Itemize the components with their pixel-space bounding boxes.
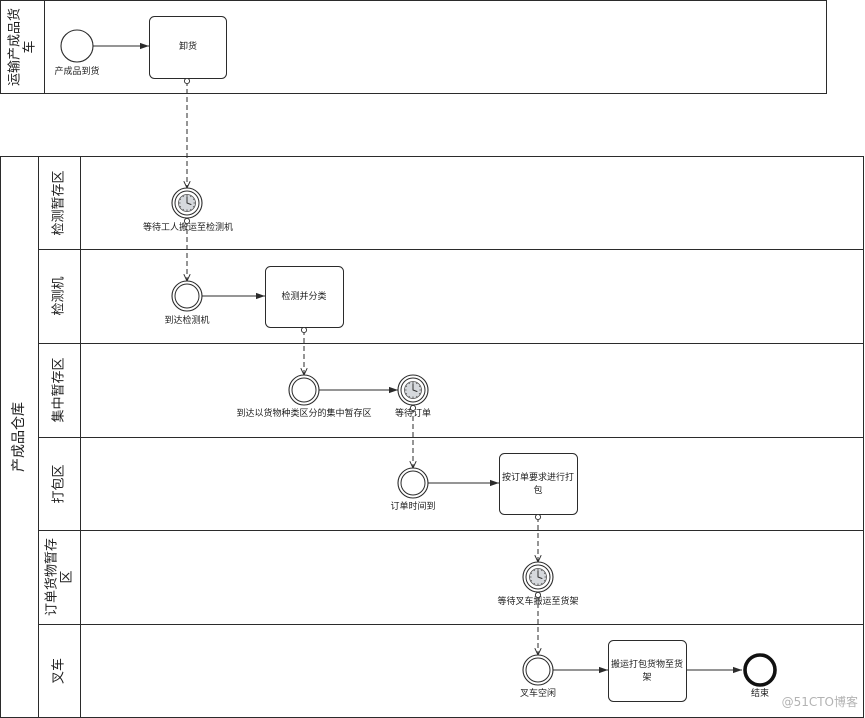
end-event-circle xyxy=(743,653,777,687)
task-box xyxy=(608,640,687,702)
lane-inspection-machine: 检测机 到达检测机 检测并分类 xyxy=(52,266,344,328)
clock-hands xyxy=(186,196,192,205)
lane-forklift: 叉车 叉车空闲 搬运打包货物至货 架 结束 xyxy=(51,640,777,702)
task-label-line-2: 架 xyxy=(642,672,651,683)
clock-icon xyxy=(529,568,547,586)
lane-order-goods-staging: 订单货物暂存 区 等待叉车搬运至货架 xyxy=(44,538,579,616)
event-outer-ring xyxy=(522,654,554,686)
clock-icon xyxy=(404,381,422,399)
intermediate-event-forklift-idle: 叉车空闲 xyxy=(520,654,556,699)
pool-label-line-1: 运输产成品货 xyxy=(7,8,23,86)
task-label-line-2: 包 xyxy=(533,484,542,496)
event-label: 到达检测机 xyxy=(164,314,209,326)
lane-label: 检测暂存区 xyxy=(52,170,67,235)
clock-ticks xyxy=(404,381,422,399)
task-label: 检测并分类 xyxy=(281,290,326,302)
task-unload: 卸货 xyxy=(149,16,227,79)
event-inner-ring xyxy=(525,564,551,590)
event-inner-ring xyxy=(400,470,426,496)
pool-frame xyxy=(0,0,827,94)
lane-label: 叉车 xyxy=(51,658,67,684)
timer-event-wait-order: 等待订单 xyxy=(395,374,431,419)
task-box xyxy=(499,453,578,515)
clock-ticks xyxy=(178,194,196,212)
clock-icon xyxy=(178,194,196,212)
pool-finished-goods-warehouse: 产成品仓库 检测暂存区 等待工人搬运至检测机 检测机 xyxy=(0,156,864,718)
event-outer-ring xyxy=(171,280,203,312)
lane-label: 集中暂存区 xyxy=(51,357,67,422)
start-event-circle xyxy=(60,29,94,63)
end-event: 结束 xyxy=(743,653,777,699)
task-label-line-1: 搬运打包货物至货 xyxy=(611,658,683,670)
event-inner-ring xyxy=(525,657,551,683)
watermark: @51CTO博客 xyxy=(782,694,858,709)
clock-hands xyxy=(412,383,418,392)
event-outer-ring xyxy=(397,467,429,499)
lane-label-line-2: 区 xyxy=(60,570,75,583)
event-outer-ring xyxy=(288,374,320,406)
event-inner-ring xyxy=(174,190,200,216)
lane-label-line-1: 订单货物暂存 xyxy=(44,538,60,616)
event-label: 叉车空闲 xyxy=(520,687,556,699)
end-event-label: 结束 xyxy=(751,687,769,699)
task-inspect-and-sort: 检测并分类 xyxy=(265,266,344,328)
event-label: 订单时间到 xyxy=(390,500,435,512)
start-event-label: 产成品到货 xyxy=(54,65,99,77)
task-label: 卸货 xyxy=(179,40,197,52)
task-move-packed-goods-to-shelf: 搬运打包货物至货 架 xyxy=(608,640,687,702)
task-pack-per-order: 按订单要求进行打 包 xyxy=(499,453,578,515)
pool-label: 产成品仓库 xyxy=(11,402,27,472)
clock-hands xyxy=(537,570,543,579)
start-event-goods-arrival: 产成品到货 xyxy=(54,29,100,77)
lane-packing-area: 打包区 订单时间到 按订单要求进行打 包 xyxy=(52,453,578,515)
task-label-line-1: 按订单要求进行打 xyxy=(502,471,574,483)
event-label: 到达以货物种类区分的集中暂存区 xyxy=(236,407,371,419)
event-inner-ring xyxy=(291,377,317,403)
event-inner-ring xyxy=(174,283,200,309)
lane-label: 检测机 xyxy=(52,276,67,315)
pool-label-line-2: 车 xyxy=(22,40,38,53)
event-inner-ring xyxy=(400,377,426,403)
lane-label: 打包区 xyxy=(52,464,67,503)
clock-ticks xyxy=(529,568,547,586)
lane-central-staging: 集中暂存区 到达以货物种类区分的集中暂存区 等待订单 xyxy=(51,357,432,422)
event-label: 等待工人搬运至检测机 xyxy=(143,221,233,233)
pool-delivery-truck: 运输产成品货 车 产成品到货 卸货 xyxy=(0,0,827,94)
